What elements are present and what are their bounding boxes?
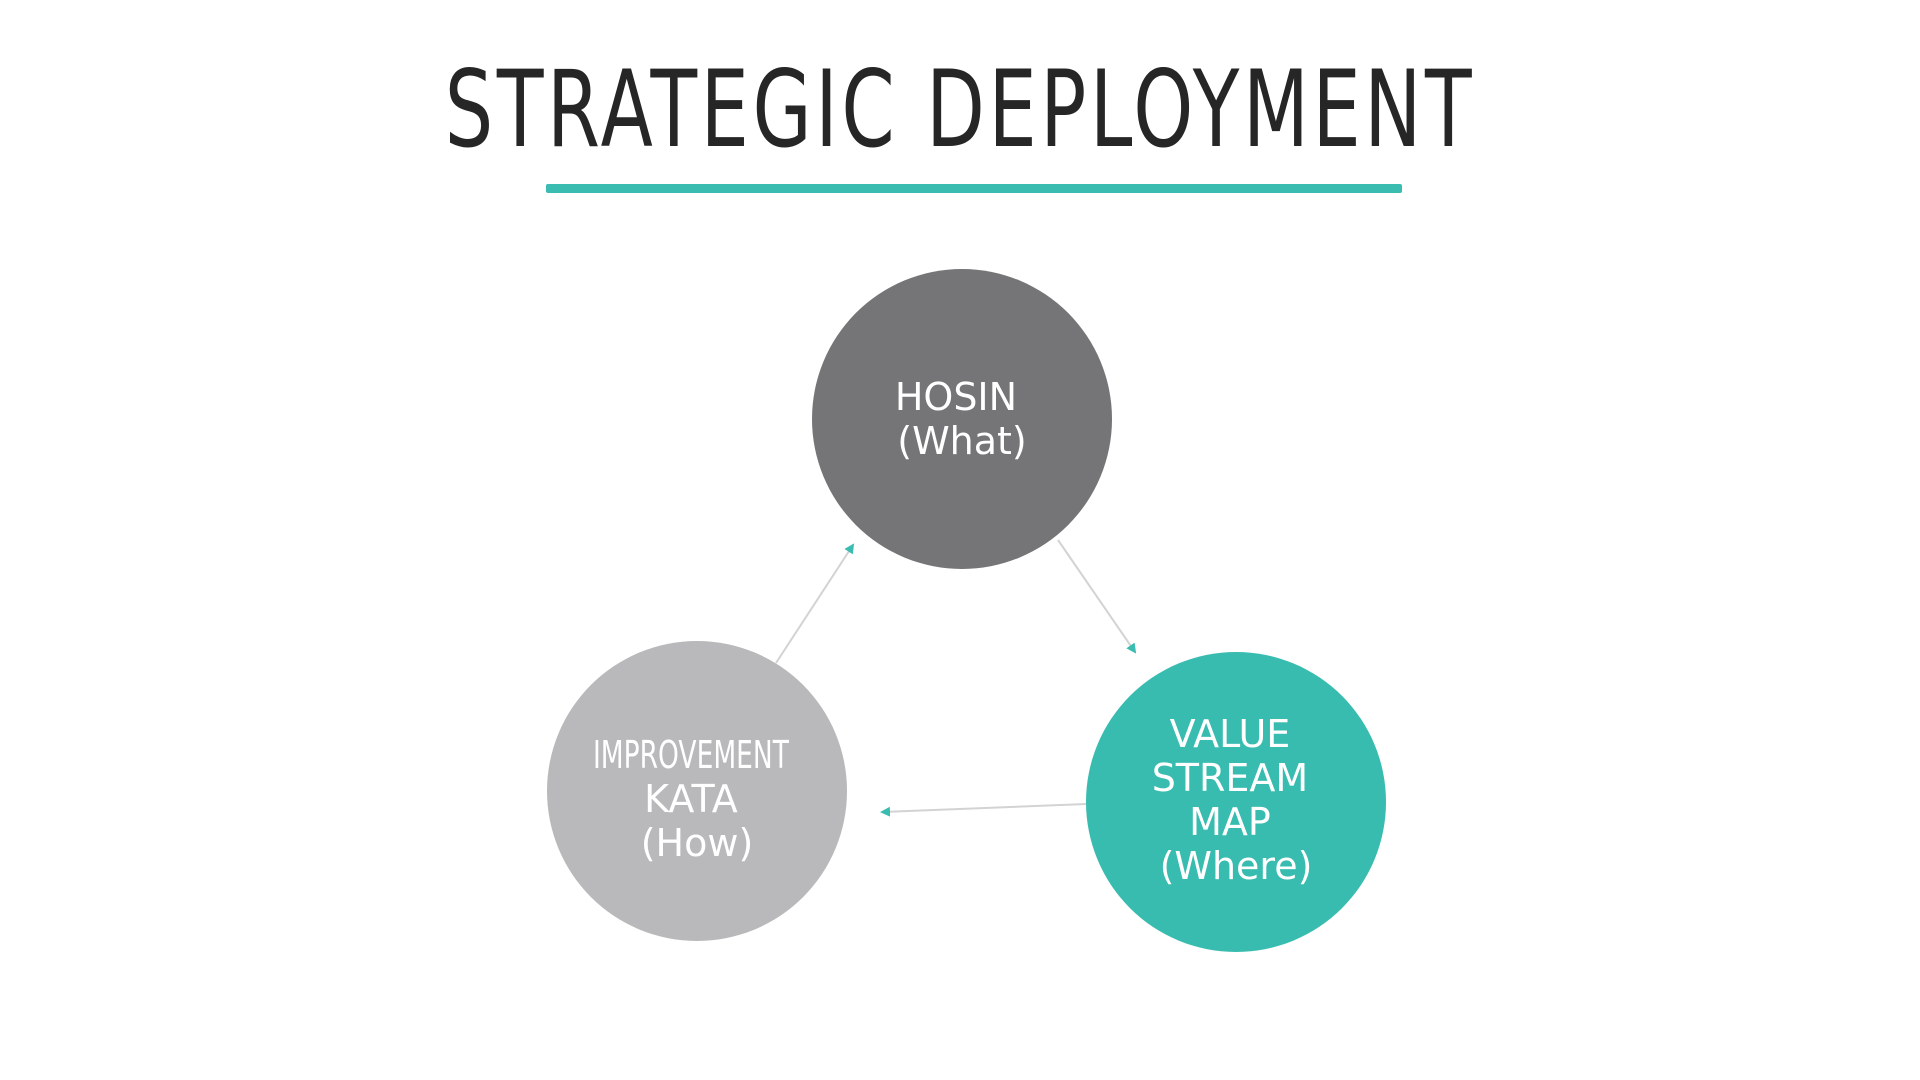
- node-value-stream-map: VALUE STREAM MAP (Where): [1086, 652, 1386, 952]
- title-underline: [546, 184, 1402, 193]
- node-improvement-kata-label-line: KATA: [644, 777, 738, 821]
- node-hosin-label-line: (What): [897, 419, 1027, 463]
- connector-hosin-to-value-stream-map: [1057, 539, 1137, 654]
- node-hosin-circle: [812, 269, 1112, 569]
- node-hosin-label-line: HOSIN: [895, 375, 1017, 419]
- node-value-stream-map-label-line: STREAM: [1152, 756, 1309, 800]
- node-value-stream-map-label-line: VALUE: [1170, 712, 1291, 756]
- node-value-stream-map-label-line: (Where): [1160, 844, 1313, 888]
- svg-text:IMPROVEMENT KATA: IMPROVEMENT KATA (How): [593, 733, 801, 865]
- svg-text:VALUE STREAM M: VALUE STREAM MAP (Where): [1152, 712, 1321, 888]
- node-improvement-kata-label-line: IMPROVEMENT: [593, 733, 790, 777]
- node-value-stream-map-label-line: MAP: [1189, 800, 1271, 844]
- node-hosin: HOSIN (What): [812, 269, 1112, 569]
- svg-text:HOSIN (What): HOSIN (What): [895, 375, 1029, 463]
- page-title: STRATEGIC DEPLOYMENT: [444, 48, 1476, 171]
- node-value-stream-map-circle: [1086, 652, 1386, 952]
- node-improvement-kata-label-line: (How): [641, 821, 754, 865]
- connector-improvement-kata-to-hosin: [775, 543, 855, 664]
- node-improvement-kata-circle: [547, 641, 847, 941]
- node-improvement-kata: IMPROVEMENT KATA (How): [547, 641, 847, 941]
- connector-value-stream-map-to-improvement-kata: [880, 803, 1087, 817]
